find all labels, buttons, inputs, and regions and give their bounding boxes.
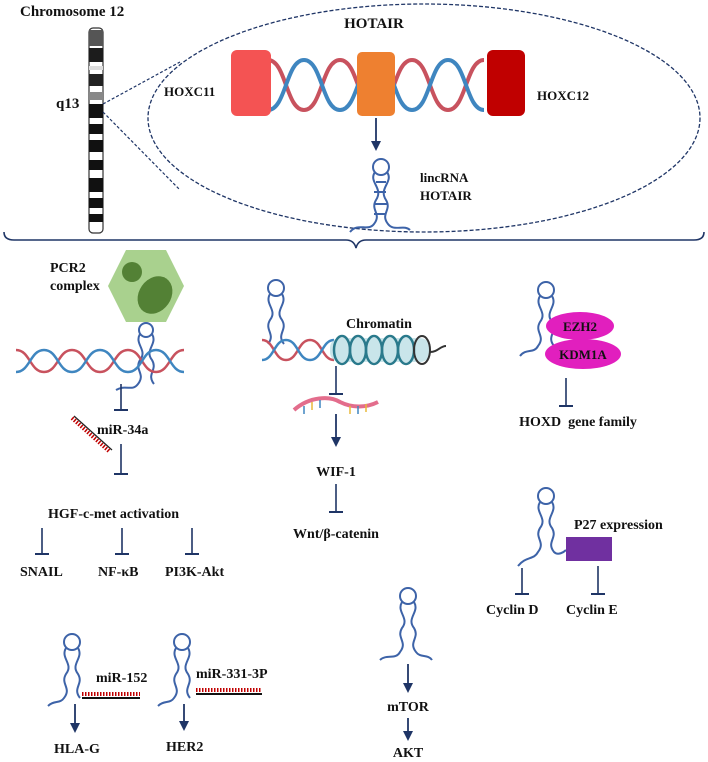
hoxc12-label: HOXC12 [537, 88, 589, 103]
hoxc12-box [487, 50, 525, 116]
target-nfkb: NF-κB [98, 565, 138, 580]
mir152-duplex [82, 692, 140, 699]
mir152-rna [47, 633, 81, 707]
mir331-rna [157, 633, 191, 707]
target-pi3k: PI3K-Akt [165, 565, 224, 580]
akt-label: AKT [393, 746, 424, 761]
p27-protein [566, 537, 612, 561]
mir34a-label: miR-34a [97, 423, 148, 438]
chromatin-coil [330, 334, 447, 366]
zoom-ellipse [147, 3, 701, 233]
chromosome-ideogram [88, 27, 104, 234]
zoom-line-bottom [102, 111, 181, 191]
her2-label: HER2 [166, 740, 203, 755]
mir152-label: miR-152 [96, 671, 147, 686]
p27-rna [517, 487, 567, 567]
section-brace [3, 231, 705, 249]
mtor-label: mTOR [387, 700, 430, 715]
target-snail: SNAIL [20, 565, 63, 580]
prc2-complex-hexagon [108, 250, 184, 322]
chromatin-label: Chromatin [346, 317, 412, 332]
cyclin-d-label: Cyclin D [486, 603, 539, 618]
gene-title: HOTAIR [344, 16, 404, 32]
hoxc11-label: HOXC11 [164, 84, 215, 99]
prc2-dna-helix [15, 348, 185, 374]
lincrna-hairpin [349, 158, 411, 233]
cyclin-e-label: Cyclin E [566, 603, 618, 618]
chromatin-rna [267, 279, 285, 345]
p27-label: P27 expression [574, 518, 663, 533]
chromatin-dna [261, 338, 335, 362]
band-label: q13 [56, 96, 79, 112]
hotair-product-label: HOTAIR [420, 188, 472, 203]
prc2-line2: complex [50, 279, 100, 294]
mtor-rna [379, 587, 433, 661]
mir331-label: miR-331-3P [196, 667, 268, 682]
kdm1a-protein [545, 339, 621, 369]
hoxd-label: HOXD gene family [519, 415, 637, 430]
activation-label: HGF-c-met activation [48, 507, 179, 522]
wif1-mrna [292, 396, 379, 414]
ezh2-label: EZH2 [563, 319, 597, 334]
hotair-box [357, 52, 395, 116]
mir331-duplex [196, 688, 262, 695]
hla-g-label: HLA-G [54, 742, 100, 757]
ezh2-protein [546, 312, 614, 340]
mir34a-strand [70, 415, 113, 454]
hoxc11-box [231, 50, 271, 116]
lincrna-label: lincRNA [420, 170, 469, 185]
prc2-line1: PCR2 [50, 261, 86, 276]
wnt-label: Wnt/β-catenin [293, 527, 379, 542]
kdm1a-label: KDM1A [559, 347, 607, 362]
prc2-rna [115, 322, 155, 391]
chromosome-label: Chromosome 12 [20, 4, 124, 20]
wif1-label: WIF-1 [316, 465, 356, 480]
